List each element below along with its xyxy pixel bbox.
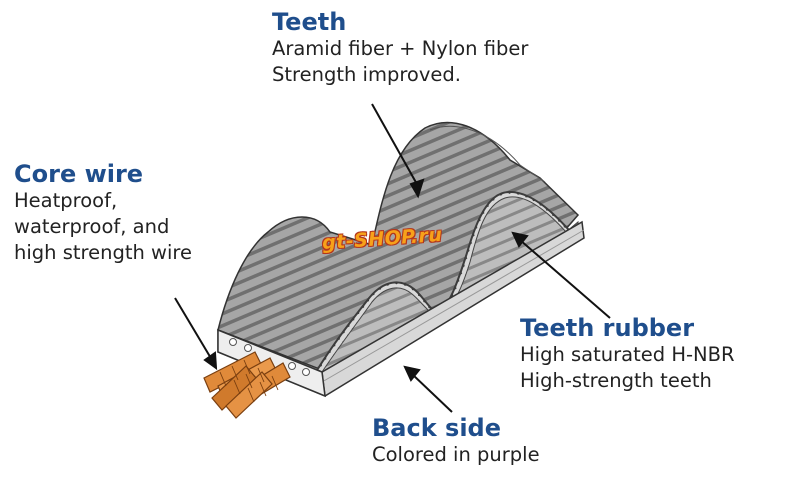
- teeth-rubber-title: Teeth rubber: [520, 314, 695, 342]
- core-wire-desc-line-3: high strength wire: [14, 241, 192, 264]
- core-wire-desc-line-2: waterproof, and: [14, 215, 170, 238]
- back-side-label: Back side Colored in purple: [372, 414, 540, 468]
- core-wire-label: Core wire Heatproof, waterproof, and hig…: [14, 160, 192, 266]
- back-side-desc-line-1: Colored in purple: [372, 443, 540, 466]
- teeth-desc-line-1: Aramid fiber + Nylon fiber: [272, 37, 529, 60]
- leader-lines: [174, 103, 611, 413]
- teeth-title: Teeth: [272, 8, 347, 36]
- core-wires: [203, 351, 291, 419]
- core-wire-title: Core wire: [14, 160, 144, 188]
- teeth-rubber-desc-line-2: High-strength teeth: [520, 369, 712, 392]
- core-wire-desc-line-1: Heatproof,: [14, 189, 118, 212]
- teeth-label: Teeth Aramid fiber + Nylon fiber Strengt…: [272, 8, 528, 88]
- back-side-title: Back side: [372, 414, 501, 442]
- teeth-rubber-label: Teeth rubber High saturated H-NBR High-s…: [520, 314, 735, 394]
- teeth-rubber-desc-line-1: High saturated H-NBR: [520, 343, 735, 366]
- teeth-desc-line-2: Strength improved.: [272, 63, 461, 86]
